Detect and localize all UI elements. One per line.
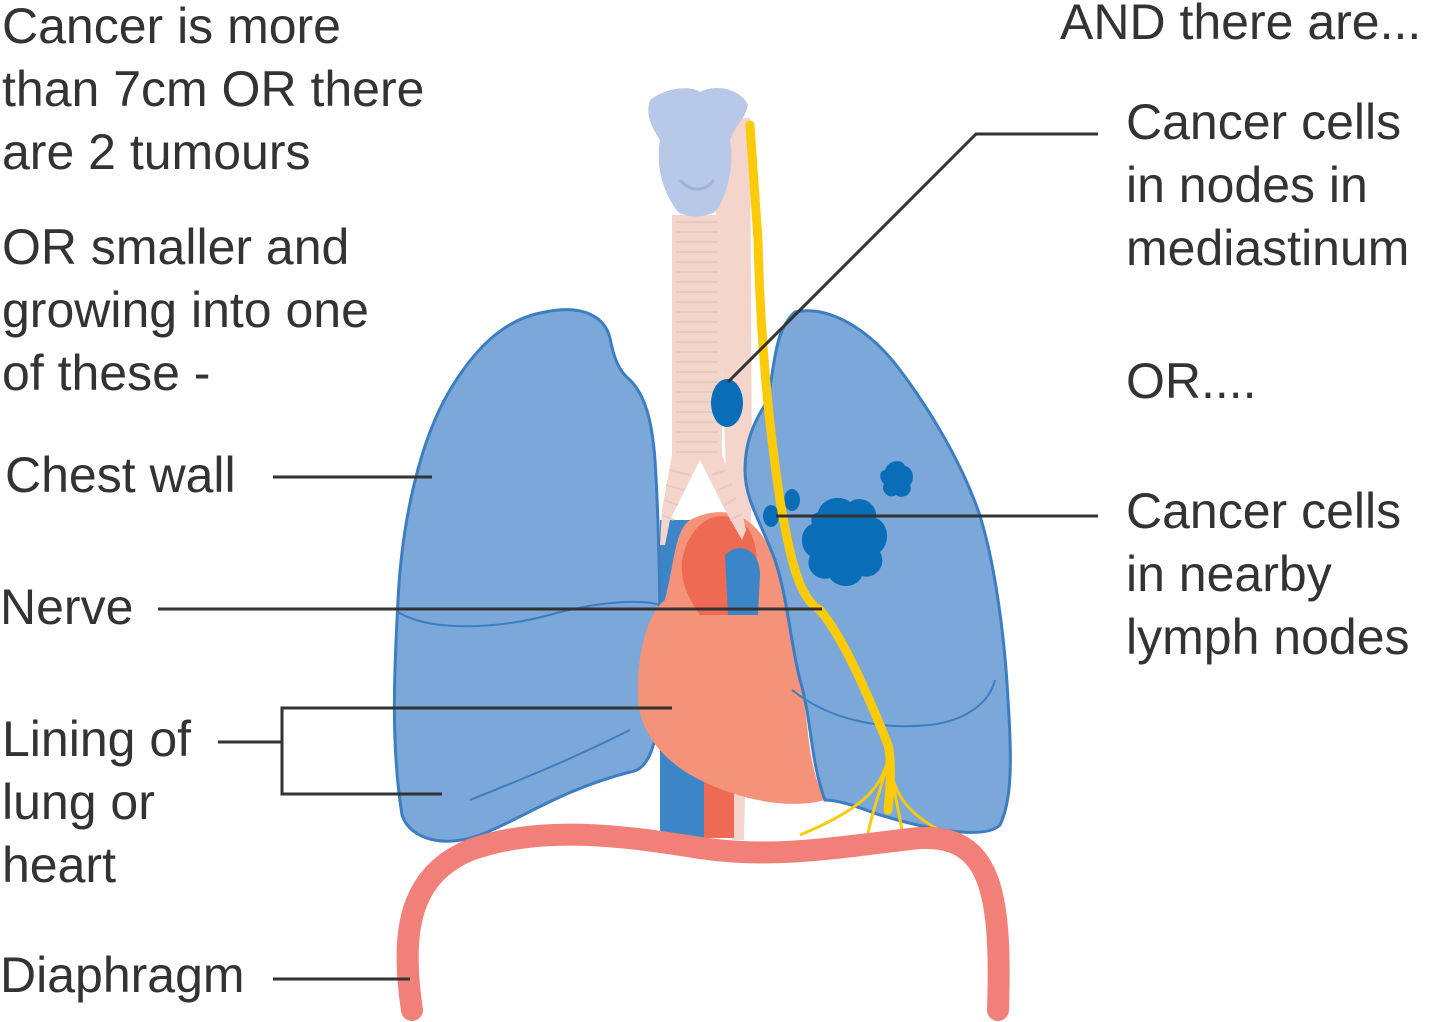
label-chest-wall: Chest wall [5, 447, 236, 503]
right-lung-fissure [397, 600, 661, 628]
label-lining: Lining of lung or heart [2, 711, 192, 893]
main-tumour [801, 497, 888, 586]
right-lung [392, 308, 662, 843]
label-intro: Cancer is more than 7cm OR there are 2 t… [2, 0, 425, 180]
lining-leader [218, 706, 672, 744]
lining-leader-lower [280, 742, 442, 796]
label-diaphragm: Diaphragm [0, 947, 245, 1003]
phrenic-nerve [745, 120, 895, 815]
larynx [648, 88, 748, 217]
label-nerve: Nerve [0, 579, 134, 635]
right-lung-fissure-lower [469, 729, 631, 801]
mediastinal-node-tumour [711, 379, 743, 427]
label-nearby-nodes: Cancer cells in nearby lymph nodes [1126, 483, 1410, 665]
lymph-node-small-1 [784, 489, 800, 511]
label-mediastinum-nodes: Cancer cells in nodes in mediastinum [1126, 94, 1410, 276]
trachea [660, 215, 746, 545]
pulmonary-trunk [725, 547, 760, 615]
lymph-node-small-2 [763, 505, 779, 527]
label-or: OR.... [1126, 353, 1257, 409]
larynx-inner [678, 178, 716, 191]
diaphragm [396, 823, 1010, 1021]
left-lung-fissure [791, 679, 996, 728]
label-or-smaller: OR smaller and growing into one of these… [2, 219, 369, 401]
label-and-there-are: AND there are... [1060, 0, 1422, 50]
mediastinum-leader [726, 132, 1098, 384]
small-tumour [880, 461, 913, 497]
